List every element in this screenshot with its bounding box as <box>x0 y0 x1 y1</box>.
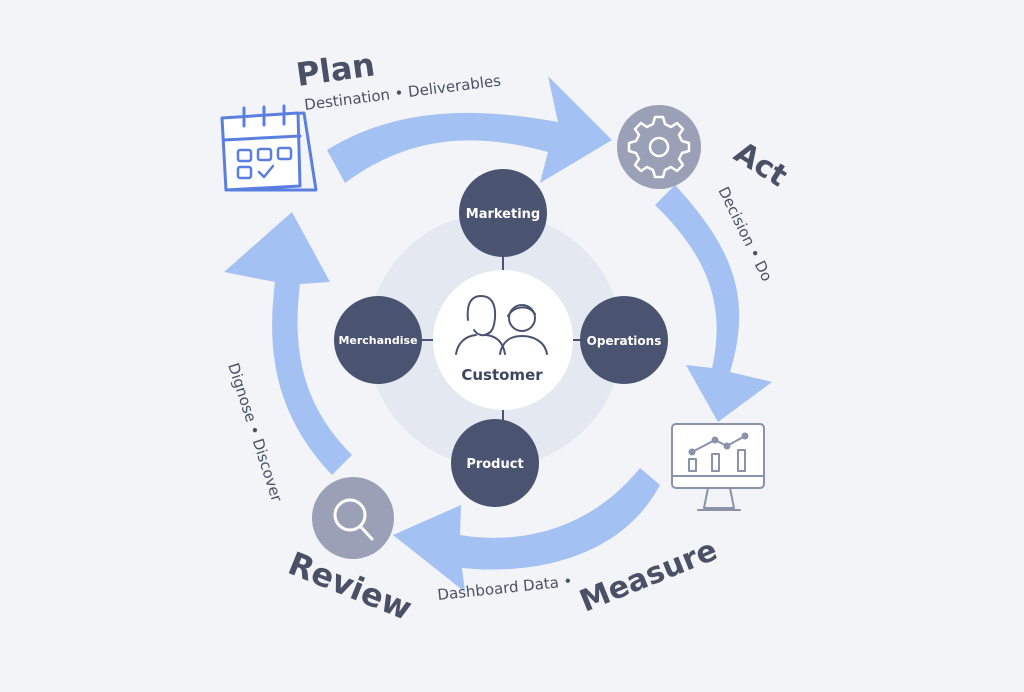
calendar-icon <box>220 104 318 192</box>
arrow-review-to-plan <box>224 212 352 475</box>
arrow-plan-to-act <box>327 76 612 183</box>
review-subtitle-path: Dignose • Discover <box>224 361 286 505</box>
node-operations[interactable]: Operations <box>580 296 668 384</box>
customer-label: Customer <box>461 366 543 384</box>
node-operations-label: Operations <box>587 334 662 348</box>
arrow-measure-to-review <box>393 468 660 592</box>
magnifier-icon <box>333 498 374 541</box>
act-title: Act <box>728 135 793 194</box>
customer-circle <box>433 270 573 410</box>
node-product[interactable]: Product <box>451 419 539 507</box>
hub: Customer Marketing Merchandise Operation… <box>334 169 668 507</box>
node-marketing[interactable]: Marketing <box>459 169 547 257</box>
cycle-arrows <box>224 76 772 592</box>
arrow-act-to-measure <box>655 185 772 422</box>
review-subtitle: Dignose • Discover <box>224 361 286 505</box>
node-merchandise[interactable]: Merchandise <box>334 296 422 384</box>
plan-title: Plan <box>294 45 377 94</box>
monitor-chart-icon <box>671 423 765 511</box>
node-merchandise-label: Merchandise <box>338 334 417 347</box>
node-product-label: Product <box>466 457 523 472</box>
gear-icon <box>627 115 691 179</box>
review-circle[interactable] <box>312 477 394 559</box>
node-marketing-label: Marketing <box>466 207 540 222</box>
customers-icon <box>455 295 548 355</box>
